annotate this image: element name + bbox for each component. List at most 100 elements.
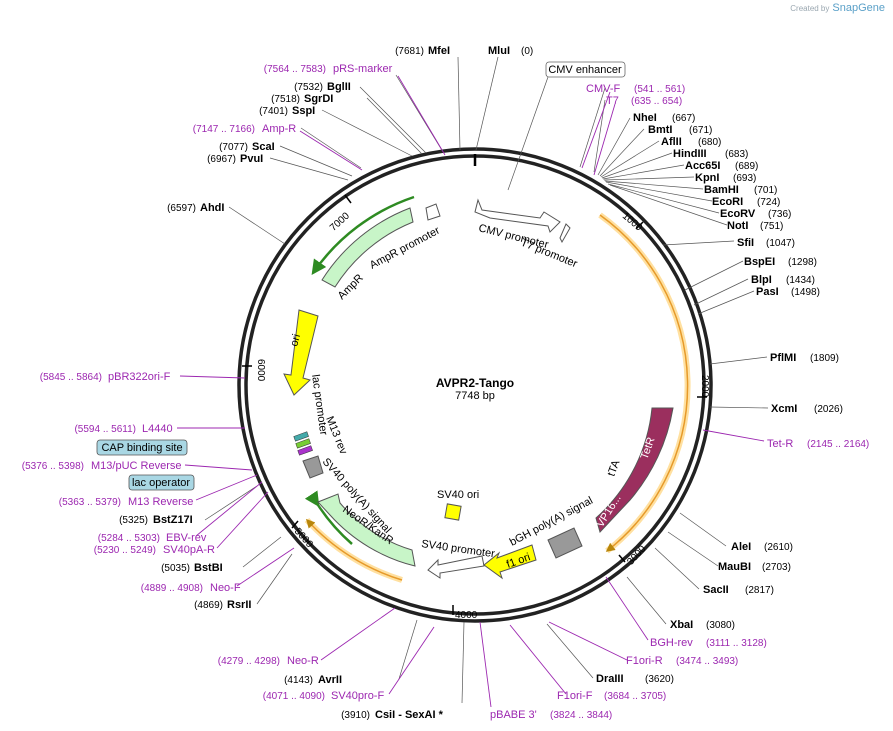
primer-connectors — [177, 75, 765, 708]
cmv-promoter-arrow — [474, 198, 561, 233]
enzyme-acc65i: Acc65I — [685, 160, 720, 172]
primer-range-tet-r: (2145 .. 2164) — [807, 439, 869, 450]
neor-feature — [317, 493, 416, 567]
tick-6000: 6000 — [255, 359, 266, 382]
primer-pbabe3: pBABE 3' — [490, 709, 537, 721]
pos-avrii: (4143) — [284, 675, 313, 686]
primer-sv40pro-f: SV40pro-F — [331, 690, 384, 702]
primer-range-ebv-rev: (5284 .. 5303) — [98, 533, 160, 544]
label-cap-binding: CAP binding site — [101, 442, 182, 454]
primer-range-l4440: (5594 .. 5611) — [74, 424, 136, 435]
tick-1000: 1000 — [620, 211, 644, 234]
primer-ebv-rev: EBV-rev — [166, 532, 207, 544]
primer-range-neo-f: (4889 .. 4908) — [141, 583, 203, 594]
pos-kpni: (693) — [733, 173, 756, 184]
connectors — [204, 56, 769, 704]
enzyme-sgrdi: SgrDI — [304, 93, 333, 105]
features — [283, 198, 674, 580]
pos-sspi: (7401) — [259, 106, 288, 117]
label-m13-rev: M13 rev — [323, 415, 349, 457]
pos-acc65i: (689) — [735, 161, 758, 172]
snapgene-branding: Created by SnapGene — [790, 2, 885, 14]
label-lac-operator: lac operator — [132, 477, 190, 489]
primer-range-neo-r: (4279 .. 4298) — [218, 656, 280, 667]
pos-ecori: (724) — [757, 197, 780, 208]
primer-neo-r: Neo-R — [287, 655, 319, 667]
ampr-promoter-arrow — [425, 203, 441, 221]
backbone-outer — [237, 147, 713, 623]
pos-pflmi: (1809) — [810, 353, 839, 364]
enzyme-bstz17i: BstZ17I — [153, 514, 193, 526]
pos-hindiii: (683) — [725, 149, 748, 160]
enzyme-ecorv: EcoRV — [720, 208, 756, 220]
tick-4000: 4000 — [455, 610, 478, 621]
pos-scai: (7077) — [219, 142, 248, 153]
primer-range-cmv-f: (541 .. 561) — [634, 84, 685, 95]
primer-neo-f: Neo-F — [210, 582, 241, 594]
pos-bmti: (671) — [689, 125, 712, 136]
pos-ecorv: (736) — [768, 209, 791, 220]
enzyme-pflmi: PflMI — [770, 352, 796, 364]
pos-pvui: (6967) — [207, 154, 236, 165]
enzyme-rsrii: RsrII — [227, 599, 251, 611]
enzyme-afliii: AflII — [661, 136, 682, 148]
label-cmv-enhancer: CMV enhancer — [548, 64, 622, 76]
enzyme-blpi: BlpI — [751, 274, 772, 286]
gene-arcs — [304, 195, 415, 545]
lac-promoter-feature — [302, 455, 324, 479]
enzyme-sspi: SspI — [292, 105, 315, 117]
t7-promoter-arrow — [559, 223, 571, 244]
primer-range-t7: (635 .. 654) — [631, 96, 682, 107]
enzyme-hindiii: HindIII — [673, 148, 707, 160]
enzyme-pasi: PasI — [756, 286, 779, 298]
enzyme-xcmi: XcmI — [771, 403, 797, 415]
enzyme-bspei: BspEI — [744, 256, 775, 268]
enzyme-avrii: AvrII — [318, 674, 342, 686]
primer-m13-rev: M13 Reverse — [128, 496, 193, 508]
pos-csii: (3910) — [341, 710, 370, 721]
primer-f1ori-f: F1ori-F — [557, 690, 593, 702]
enzyme-draiii: DraIII — [596, 673, 624, 685]
pos-alei: (2610) — [764, 542, 793, 553]
enzyme-nhei: NheI — [633, 112, 657, 124]
primer-range-pbabe3: (3824 .. 3844) — [550, 710, 612, 721]
primer-range-sv40pro-f: (4071 .. 4090) — [263, 691, 325, 702]
cds-arcs — [304, 212, 691, 583]
primer-range-prs-marker: (7564 .. 7583) — [264, 64, 326, 75]
pos-bspei: (1298) — [788, 257, 817, 268]
label-tta: tTA — [606, 458, 623, 478]
pos-rsrii: (4869) — [194, 600, 223, 611]
sv40-promoter-arrow — [427, 555, 485, 579]
enzyme-bamhi: BamHI — [704, 184, 739, 196]
primer-prs-marker: pRS-marker — [333, 63, 393, 75]
pos-pasi: (1498) — [791, 287, 820, 298]
enzyme-labels: (7681) MfeI MluI (0) (7532) BglII (7518)… — [119, 45, 843, 721]
enzyme-bglii: BglII — [327, 81, 351, 93]
primer-pbr322ori-f: pBR322ori-F — [108, 371, 171, 383]
pos-xcmi: (2026) — [814, 404, 843, 415]
pos-afliii: (680) — [698, 137, 721, 148]
enzyme-mlui: MluI — [488, 45, 510, 57]
boxed-labels: CMV enhancer CAP binding site lac operat… — [96, 61, 626, 491]
primer-m13-puc-rev: M13/pUC Reverse — [91, 460, 181, 472]
pos-bamhi: (701) — [754, 185, 777, 196]
enzyme-scai: ScaI — [252, 141, 275, 153]
primer-range-f1ori-r: (3474 .. 3493) — [676, 656, 738, 667]
primer-bgh-rev: BGH-rev — [650, 637, 693, 649]
primer-labels: (7564 .. 7583) pRS-marker (7147 .. 7166)… — [22, 63, 870, 721]
label-ori: ori — [288, 333, 303, 348]
plasmid-length: 7748 bp — [455, 390, 495, 402]
pos-maubi: (2703) — [762, 562, 791, 573]
pos-sgrdi: (7518) — [271, 94, 300, 105]
enzyme-maubi: MauBI — [718, 561, 751, 573]
primer-t7: T7 — [606, 95, 619, 107]
enzyme-kpni: KpnI — [695, 172, 719, 184]
pos-blpi: (1434) — [786, 275, 815, 286]
primer-range-m13-rev: (5363 .. 5379) — [59, 497, 121, 508]
primer-l4440: L4440 — [142, 423, 173, 435]
snapgene-logo: SnapGene — [832, 2, 885, 14]
enzyme-sfii: SfiI — [737, 237, 754, 249]
enzyme-pvui: PvuI — [240, 153, 263, 165]
enzyme-bstbi: BstBI — [194, 562, 223, 574]
label-t7-promoter: T7 promoter — [519, 237, 579, 271]
